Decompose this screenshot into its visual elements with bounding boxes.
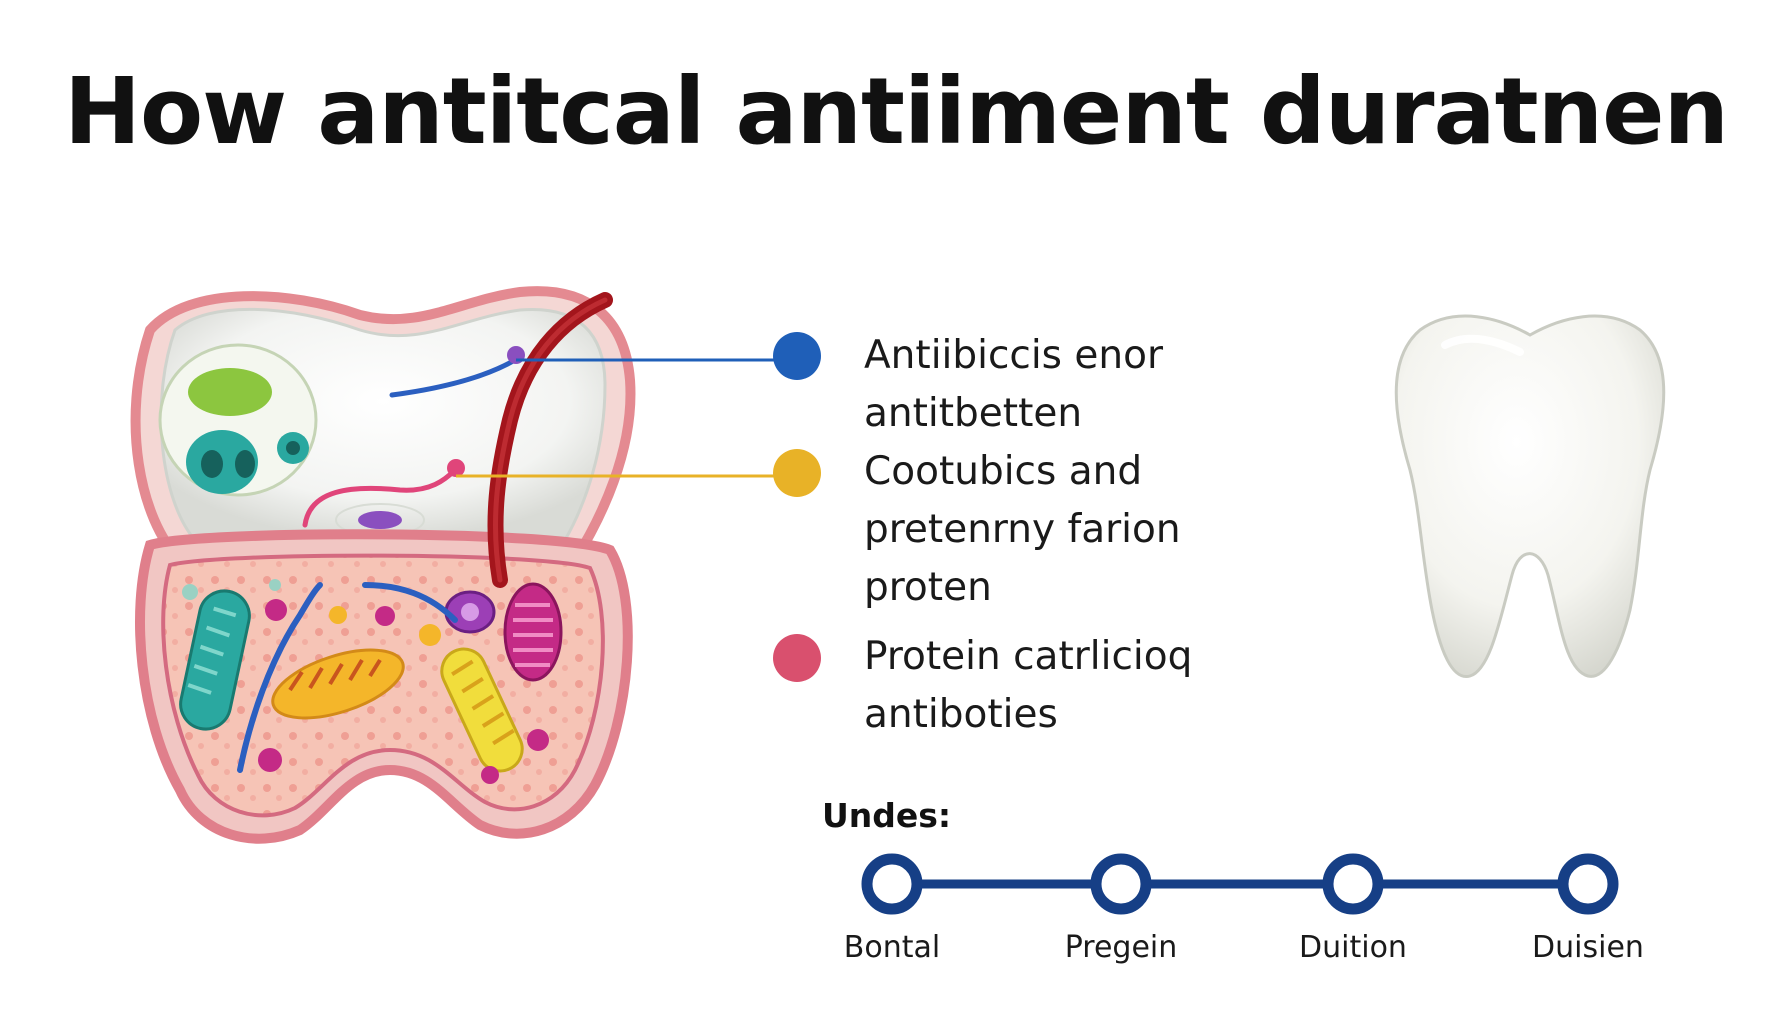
timeline-node-4 <box>1557 853 1619 915</box>
green-dot <box>182 584 198 600</box>
units-label: Undes: <box>822 796 952 835</box>
timeline-node-3 <box>1322 853 1384 915</box>
timeline-label-4: Duisien <box>1532 930 1644 965</box>
legend-item-3-line-2: antiboties <box>864 692 1058 737</box>
magenta-dot <box>481 766 499 784</box>
timeline-node-2 <box>1090 853 1152 915</box>
legend-dot-3 <box>773 634 821 682</box>
blue-filament-b <box>362 582 458 623</box>
green-dot <box>269 579 281 591</box>
magenta-dot <box>258 748 282 772</box>
magenta-dot <box>375 606 395 626</box>
mitochondria-teal <box>179 589 251 731</box>
magenta-dot <box>265 599 287 621</box>
purple-capsule <box>358 511 402 529</box>
teal-dot-b <box>235 450 255 478</box>
legend-connectors <box>456 332 821 682</box>
molar-tooth-icon <box>1394 314 1666 678</box>
yellow-dot <box>329 606 347 624</box>
blue-filament-a <box>237 582 323 773</box>
units-timeline <box>861 853 1619 915</box>
mitochondria-yellow <box>440 647 524 773</box>
legend-item-3: Protein catrlicioq antiboties <box>864 628 1192 744</box>
legend-dot-2 <box>773 449 821 497</box>
green-organelle <box>188 368 272 416</box>
legend-item-2-line-2: pretenrny farion <box>864 507 1181 552</box>
page-title: How antitcal antiiment duratnen <box>63 58 1729 165</box>
legend-item-3-line-1: Protein catrlicioq <box>864 634 1193 679</box>
tooth-cross-section-icon <box>130 286 636 844</box>
legend-item-2: Cootubics and pretenrny farion proten <box>864 443 1181 617</box>
pink-vessel <box>302 467 458 528</box>
timeline-label-2: Pregein <box>1064 930 1178 965</box>
teal-dot-a <box>201 450 223 478</box>
legend-item-2-line-3: proten <box>864 565 992 610</box>
magenta-dot <box>527 729 549 751</box>
timeline-node-1 <box>861 853 923 915</box>
legend-item-1-line-2: antitbetten <box>864 391 1083 436</box>
timeline-label-3: Duition <box>1299 930 1407 965</box>
yellow-dot <box>419 624 441 646</box>
teal-nucleus-core <box>286 441 300 455</box>
timeline-label-1: Bontal <box>843 930 941 965</box>
legend-item-1: Antiibiccis enor antitbetten <box>864 327 1163 443</box>
blue-vessel <box>389 357 518 398</box>
legend-item-1-line-1: Antiibiccis enor <box>864 333 1163 378</box>
legend-dot-1 <box>773 332 821 380</box>
mitochondria-magenta <box>503 582 563 682</box>
mitochondria-orange <box>271 648 405 720</box>
legend-item-2-line-1: Cootubics and <box>864 449 1143 494</box>
